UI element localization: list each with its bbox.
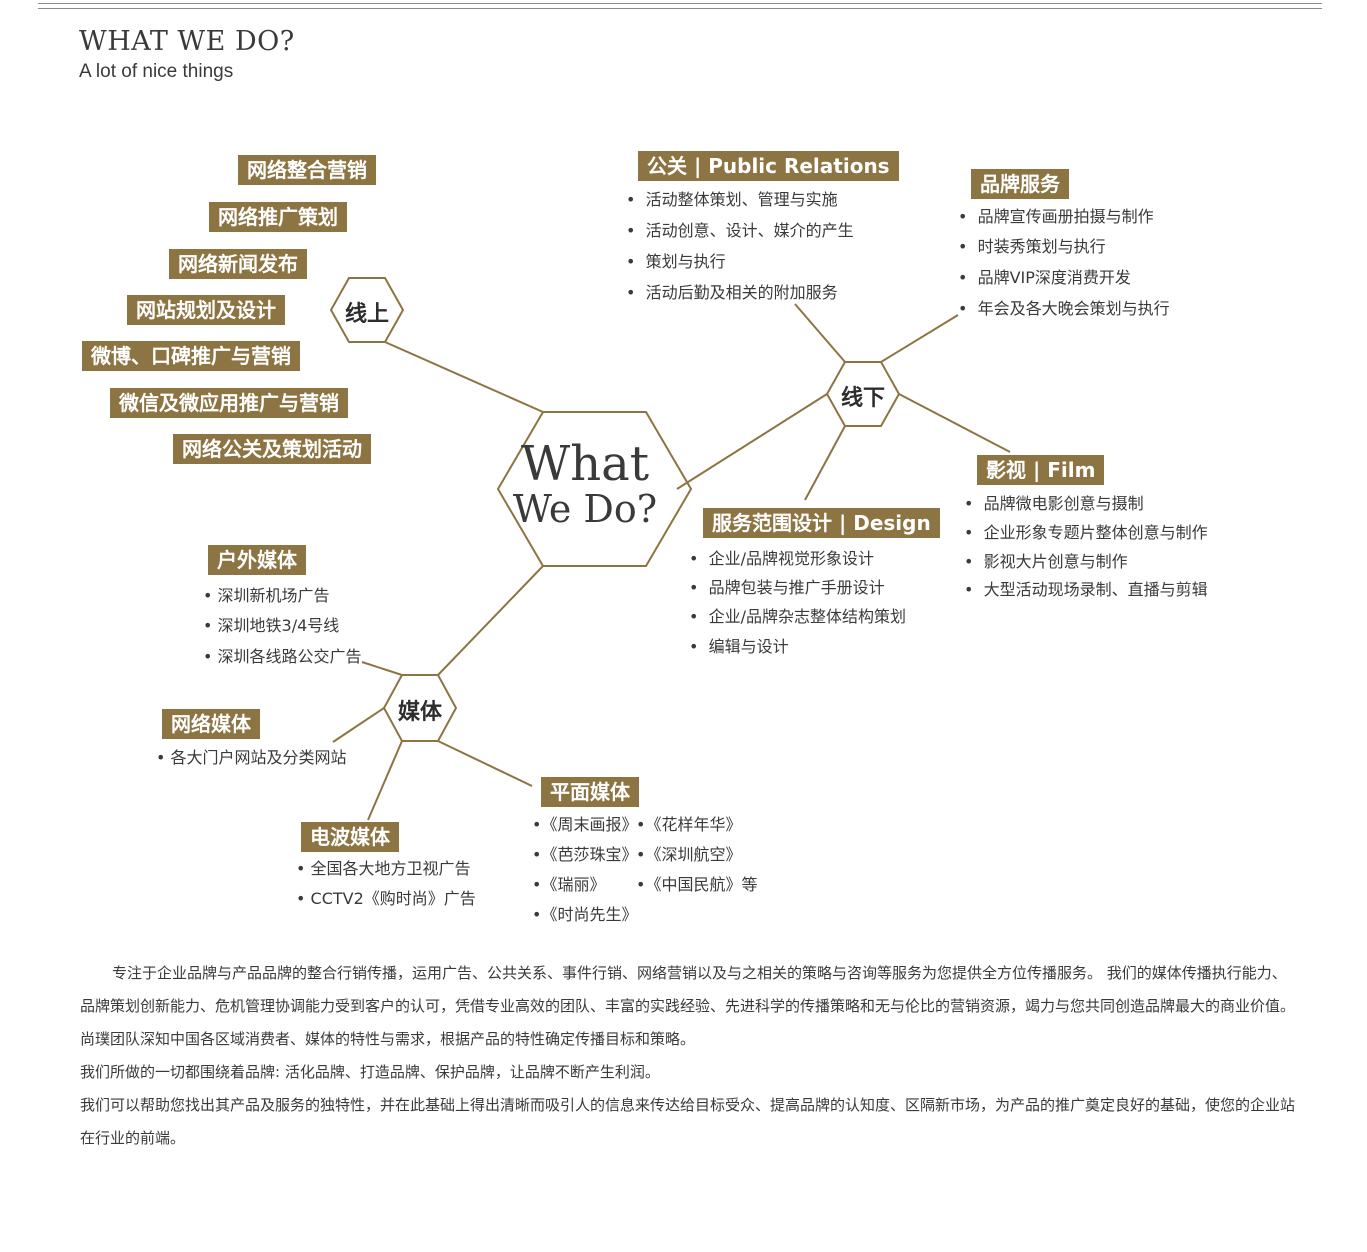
- online-tag-network-promotion: 网络推广策划: [209, 202, 347, 232]
- online-tag-news-release: 网络新闻发布: [169, 249, 307, 279]
- design-item: • 编辑与设计: [689, 637, 789, 656]
- print-tag: 平面媒体: [541, 777, 639, 807]
- line-offline-film: [898, 393, 1011, 453]
- pr-item: • 活动创意、设计、媒介的产生: [626, 221, 854, 240]
- top-rule: [38, 3, 1322, 4]
- print-item: •《深圳航空》: [636, 845, 742, 864]
- intro-paragraph: 专注于企业品牌与产品品牌的整合行销传播，运用广告、公共关系、事件行销、网络营销以…: [80, 964, 1296, 1048]
- outdoor-item: • 深圳地铁3/4号线: [203, 616, 340, 635]
- line-offline-design: [804, 425, 846, 501]
- page-subtitle: A lot of nice things: [79, 61, 234, 82]
- design-item: • 企业/品牌视觉形象设计: [689, 549, 875, 568]
- brand-item: • 品牌VIP深度消费开发: [958, 268, 1131, 287]
- page-title: WHAT WE DO?: [79, 26, 295, 57]
- center-hexagon: [496, 411, 693, 567]
- film-item: • 影视大片创意与制作: [964, 552, 1128, 571]
- center-title-line2: We Do?: [512, 487, 658, 531]
- print-item: •《周末画报》: [532, 815, 638, 834]
- print-item: •《花样年华》: [636, 815, 742, 834]
- line-media-outdoor: [361, 661, 403, 676]
- tvmedia-item: • CCTV2《购时尚》广告: [296, 889, 476, 908]
- print-item: •《时尚先生》: [532, 905, 638, 924]
- print-item: •《芭莎珠宝》: [532, 845, 638, 864]
- webmedia-tag: 网络媒体: [162, 709, 260, 739]
- outdoor-item: • 深圳各线路公交广告: [203, 647, 362, 666]
- tvmedia-item: • 全国各大地方卫视广告: [296, 859, 471, 878]
- line-center-media: [437, 565, 544, 676]
- hub-online-label: 线上: [344, 302, 389, 327]
- pr-item: • 策划与执行: [626, 252, 726, 271]
- tvmedia-tag: 电波媒体: [301, 822, 399, 852]
- brand-paragraph: 我们所做的一切都围绕着品牌: 活化品牌、打造品牌、保护品牌，让品牌不断产生利润。: [80, 1063, 660, 1081]
- pr-tag: 公关 | Public Relations: [638, 151, 899, 181]
- online-tag-wechat-marketing: 微信及微应用推广与营销: [110, 388, 348, 418]
- online-tag-pr-events: 网络公关及策划活动: [173, 434, 371, 464]
- brand-item: • 品牌宣传画册拍摄与制作: [958, 207, 1154, 226]
- outdoor-tag: 户外媒体: [208, 545, 306, 575]
- pr-item: • 活动后勤及相关的附加服务: [626, 283, 838, 302]
- line-offline-brand: [880, 314, 959, 363]
- line-center-offline: [676, 393, 828, 490]
- hub-media-label: 媒体: [397, 700, 442, 725]
- line-media-tv: [367, 740, 403, 821]
- webmedia-item: • 各大门户网站及分类网站: [156, 748, 347, 767]
- online-tag-weibo-marketing: 微博、口碑推广与营销: [82, 341, 300, 371]
- print-item: •《中国民航》等: [636, 875, 758, 894]
- brand-item: • 时装秀策划与执行: [958, 237, 1106, 256]
- top-rule-2: [38, 8, 1322, 9]
- pr-item: • 活动整体策划、管理与实施: [626, 190, 838, 209]
- outdoor-item: • 深圳新机场广告: [203, 586, 330, 605]
- film-tag: 影视 | Film: [977, 455, 1105, 485]
- center-title: What We Do?: [500, 440, 670, 528]
- line-media-print: [437, 740, 533, 787]
- brand-item: • 年会及各大晚会策划与执行: [958, 299, 1170, 318]
- design-tag: 服务范围设计 | Design: [703, 508, 940, 538]
- online-tag-network-marketing: 网络整合营销: [238, 155, 376, 185]
- film-item: • 大型活动现场录制、直播与剪辑: [964, 580, 1208, 599]
- line-offline-pr: [794, 303, 846, 363]
- hub-offline-label: 线下: [840, 386, 885, 411]
- print-item: •《瑞丽》: [532, 875, 606, 894]
- service-paragraph: 我们可以帮助您找出其产品及服务的独特性，并在此基础上得出清晰而吸引人的信息来传达…: [80, 1096, 1296, 1147]
- film-item: • 品牌微电影创意与摄制: [964, 494, 1144, 513]
- design-item: • 品牌包装与推广手册设计: [689, 578, 885, 597]
- center-title-line1: What: [520, 436, 650, 492]
- line-media-web: [332, 707, 385, 743]
- line-center-online: [384, 341, 544, 413]
- brand-tag: 品牌服务: [971, 169, 1069, 199]
- film-item: • 企业形象专题片整体创意与制作: [964, 523, 1208, 542]
- design-item: • 企业/品牌杂志整体结构策划: [689, 607, 907, 626]
- online-tag-website-design: 网站规划及设计: [127, 295, 285, 325]
